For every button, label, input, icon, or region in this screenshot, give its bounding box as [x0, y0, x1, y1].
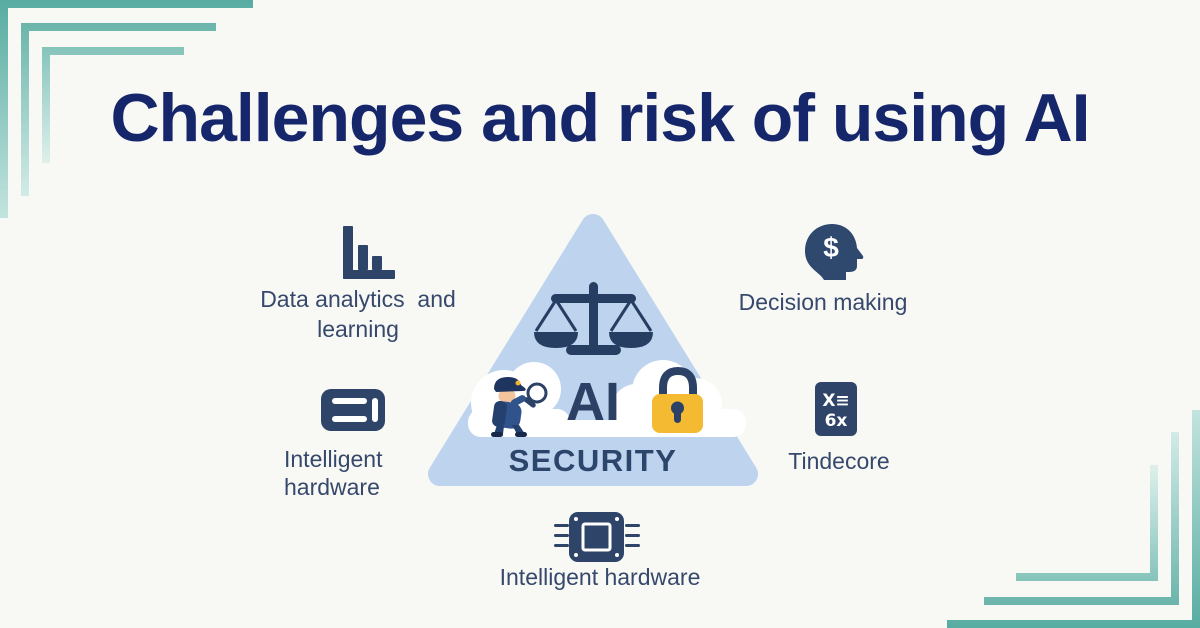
cpu-chip-icon — [554, 512, 640, 562]
calculator-icon: X≡ 6x — [815, 382, 857, 436]
label-tindecore: Tindecore — [788, 448, 890, 474]
security-label: SECURITY — [508, 443, 678, 478]
ai-security-triangle — [428, 214, 758, 486]
balance-scale-icon — [534, 282, 653, 355]
label-intelligent-hardware-bottom: Intelligent hardware — [499, 564, 701, 590]
corner-decoration-bottom-right — [947, 410, 1200, 628]
bracket-inner — [1016, 465, 1158, 581]
page-title: Challenges and risk of using AI — [110, 80, 1090, 156]
calculator-row-1: X≡ — [822, 391, 849, 411]
ai-label: AI — [566, 372, 620, 432]
label-data-analytics: Data analytics and learning — [260, 286, 456, 342]
head-dollar-icon: $ — [805, 224, 864, 280]
label-decision-making: Decision making — [738, 289, 908, 315]
police-officer-icon — [491, 377, 548, 437]
bar-chart-icon — [343, 226, 395, 279]
label-intelligent-hardware-left: Intelligent hardware — [284, 446, 383, 500]
calculator-row-2: 6x — [825, 411, 848, 431]
padlock-icon — [652, 366, 703, 433]
dollar-glyph: $ — [823, 232, 839, 263]
bracket-outer — [947, 410, 1200, 628]
memory-module-icon — [321, 389, 385, 431]
